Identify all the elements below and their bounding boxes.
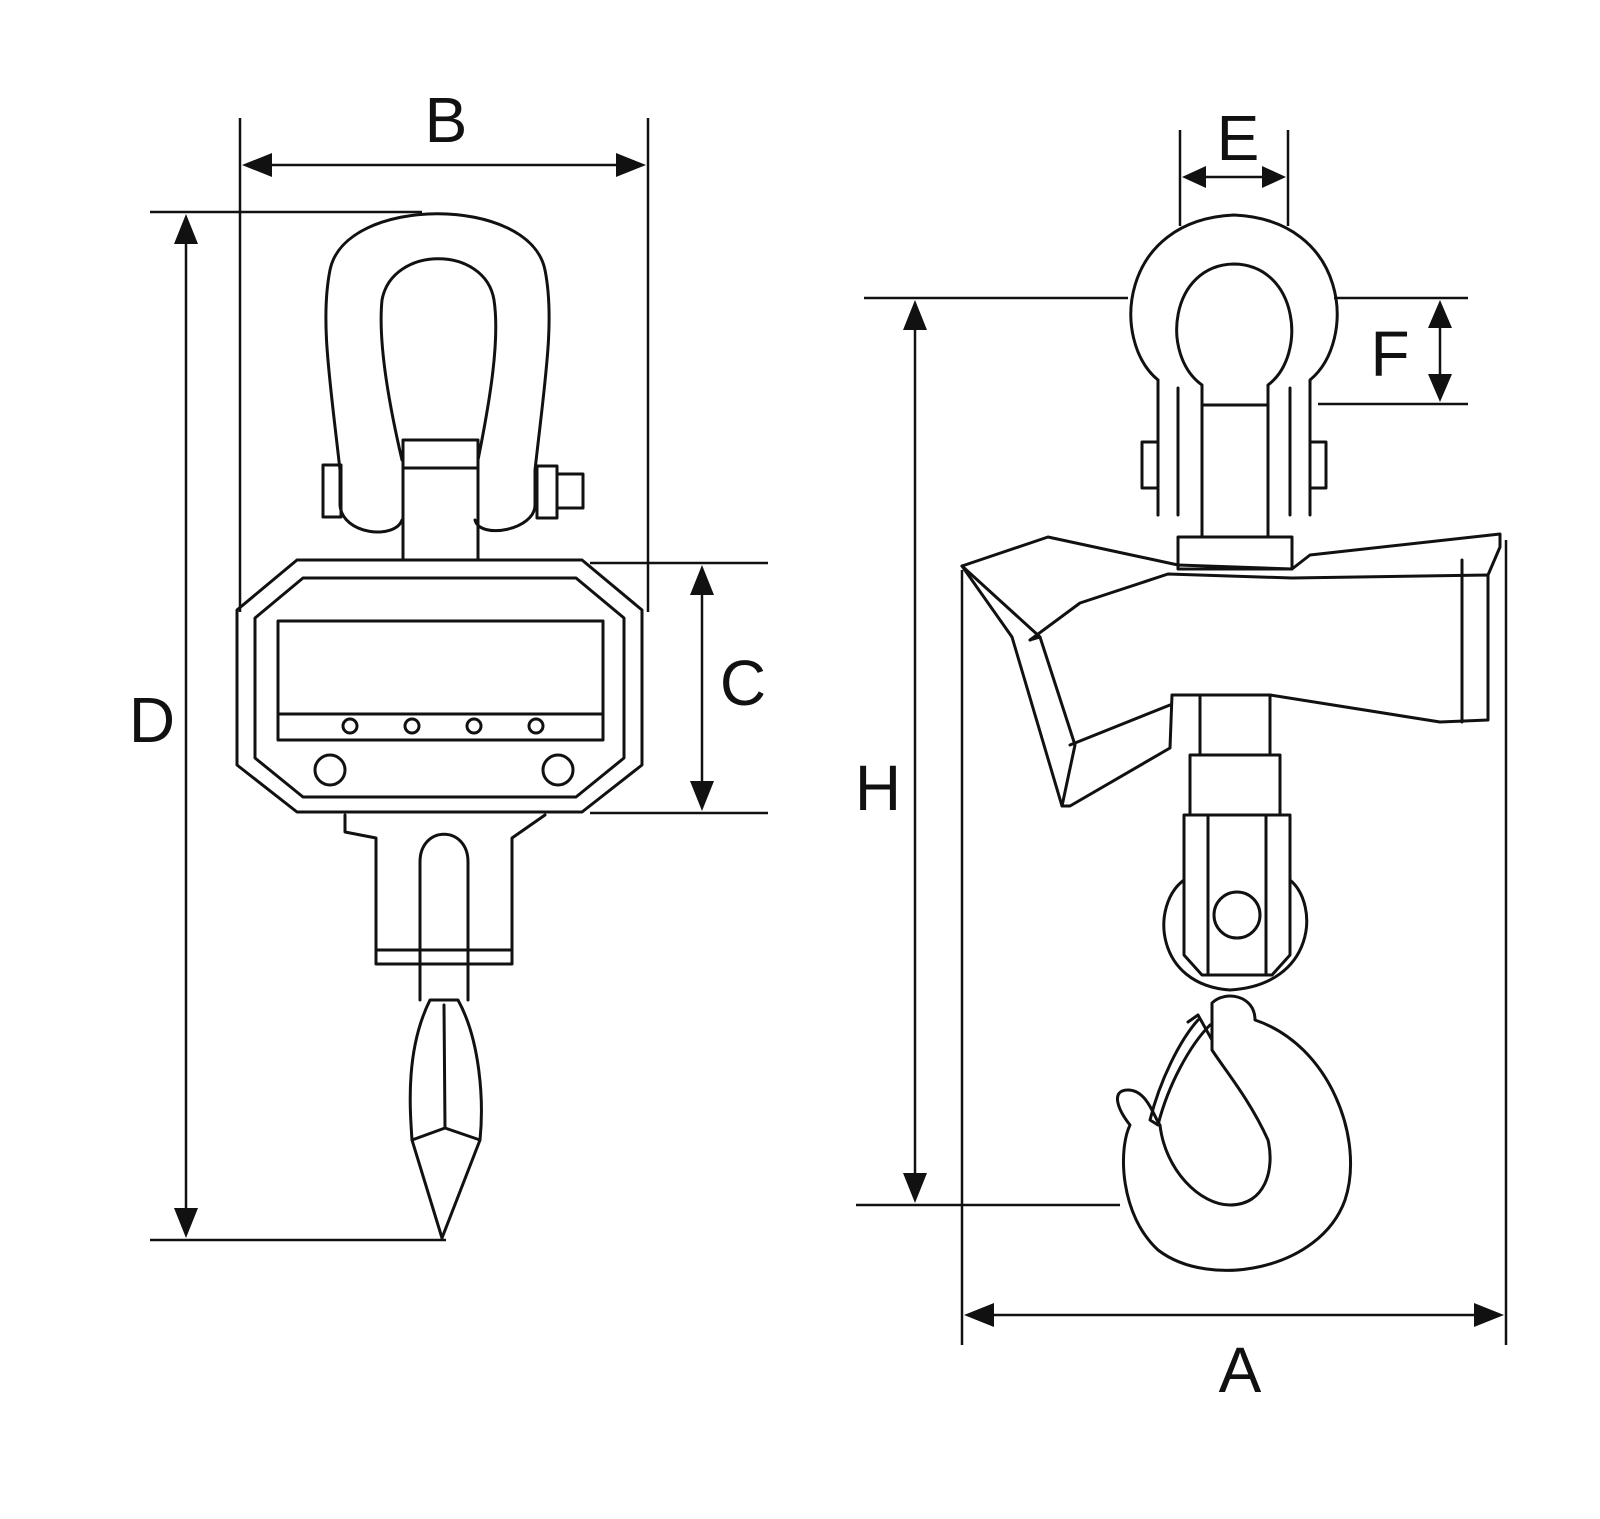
front-body-outer	[235, 558, 644, 814]
side-hook-pin	[1212, 890, 1262, 940]
front-led-2	[403, 717, 421, 735]
front-shackle-nut	[555, 472, 585, 510]
dim-label-e: E	[1217, 102, 1260, 174]
side-hook-block	[1182, 813, 1292, 977]
side-dimensions: E F H A	[855, 102, 1508, 1406]
front-shackle-left-leg	[338, 468, 404, 534]
front-dimensions: B D C	[129, 84, 768, 1242]
dim-label-d: D	[129, 684, 175, 756]
side-load-cell	[1188, 753, 1282, 817]
side-swivel-block	[1176, 535, 1294, 571]
front-body-inner	[253, 576, 626, 799]
side-hook-body	[1116, 994, 1353, 1272]
side-body-top	[960, 532, 1502, 577]
front-shackle-inner	[379, 257, 498, 462]
side-shackle-inner	[1175, 262, 1294, 407]
front-button-left	[313, 753, 347, 787]
front-hook-blade	[408, 998, 483, 1240]
side-lower-stem	[1198, 693, 1272, 757]
front-view	[235, 212, 644, 1240]
dim-label-a: A	[1219, 1334, 1262, 1406]
side-body-bevel	[960, 564, 1077, 808]
dim-label-f: F	[1370, 318, 1409, 390]
side-shackle-outer	[1129, 213, 1339, 517]
front-shackle-pin-left	[321, 463, 343, 519]
dim-label-b: B	[425, 84, 468, 156]
front-swivel-stem	[401, 438, 480, 562]
front-display-window	[276, 619, 605, 742]
front-led-3	[465, 717, 483, 735]
front-led-4	[527, 717, 545, 735]
side-shackle-stem	[1200, 403, 1270, 539]
side-hook-latch	[1148, 1018, 1212, 1127]
dim-label-h: H	[855, 752, 901, 824]
front-shackle-pin-right	[535, 464, 559, 520]
front-led-1	[341, 717, 359, 735]
front-shackle-outer	[324, 212, 551, 533]
side-view	[960, 213, 1502, 1272]
side-hook-eye	[1162, 878, 1309, 992]
side-body-front-face	[960, 564, 1490, 808]
side-shackle-pin-right	[1308, 440, 1328, 490]
front-hook-shank	[418, 832, 470, 1002]
dim-label-c: C	[720, 647, 766, 719]
side-shackle-pin-left	[1140, 440, 1160, 490]
front-button-right	[541, 753, 575, 787]
